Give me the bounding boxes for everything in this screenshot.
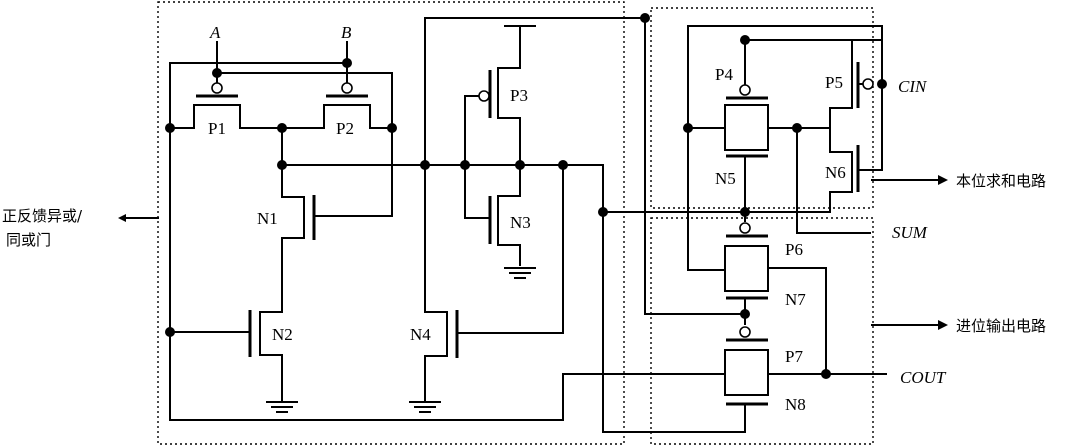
input-cin-label: CIN [898, 77, 928, 96]
arrow-to-carry-label [938, 320, 948, 330]
xor-block-label-line2: 同或门 [6, 231, 51, 249]
n5-label: N5 [715, 169, 736, 188]
input-a-label: A [209, 23, 221, 42]
xor-wiring [169, 17, 831, 433]
p7-label: P7 [785, 347, 803, 366]
sum-circuit-label: 本位求和电路 [956, 172, 1046, 190]
n6-label: N6 [825, 163, 846, 182]
p5-label: P5 [825, 73, 843, 92]
output-sum-label: SUM [892, 223, 928, 242]
xor-block-label-line1: 正反馈异或/ [2, 207, 83, 225]
p1-label: P1 [208, 119, 226, 138]
junctions [165, 13, 887, 379]
arrow-to-sum-label [938, 175, 948, 185]
input-b-label: B [341, 23, 352, 42]
carry-block-box [650, 217, 874, 445]
arrows [118, 175, 948, 330]
output-cout-label: COUT [900, 368, 947, 387]
sum-block-box [650, 7, 874, 209]
n7-label: N7 [785, 290, 806, 309]
p2-label: P2 [336, 119, 354, 138]
carry-wiring [724, 211, 939, 433]
p6-label: P6 [785, 240, 803, 259]
xor-block-box [157, 1, 625, 445]
bubbles [211, 78, 874, 338]
sum-wiring [687, 25, 939, 271]
n2-label: N2 [272, 325, 293, 344]
n4-label: N4 [410, 325, 431, 344]
p4-label: P4 [715, 65, 733, 84]
p3-label: P3 [510, 86, 528, 105]
n1-label: N1 [257, 209, 278, 228]
block-boxes [157, 1, 874, 445]
arrow-to-xor-label [118, 214, 126, 222]
labels: A B CIN SUM COUT P1 P2 P3 P4 P5 P6 P7 N1… [2, 23, 1046, 414]
n8-label: N8 [785, 395, 806, 414]
n3-label: N3 [510, 213, 531, 232]
carry-circuit-label: 进位输出电路 [956, 317, 1046, 335]
